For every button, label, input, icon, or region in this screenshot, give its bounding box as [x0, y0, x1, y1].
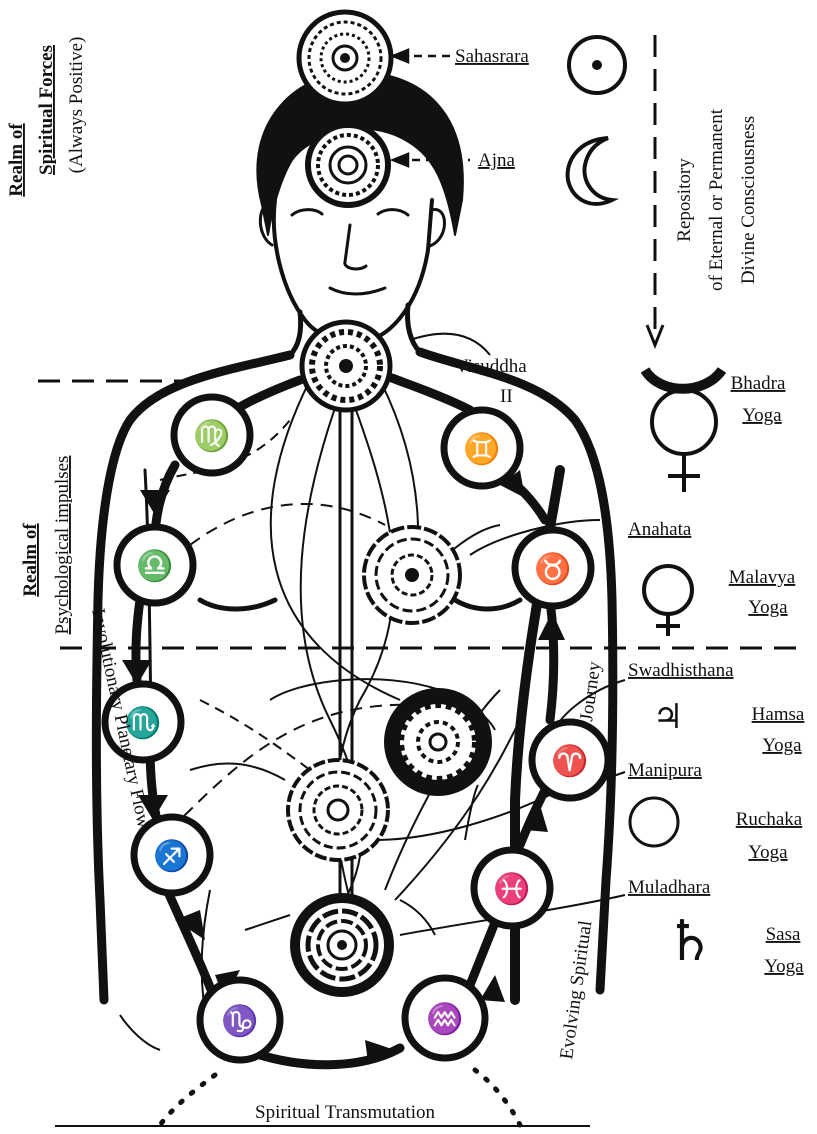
yoga-label-sasa-yoga: Yoga — [764, 956, 804, 977]
aries-icon: ♈ — [551, 743, 588, 778]
virgo-icon: ♍ — [193, 418, 230, 453]
chakra-label-swadhisthana: Swadhisthana — [628, 660, 734, 681]
yoga-label-bhadra-yoga: Yoga — [742, 405, 782, 426]
realm-spiritual-label: Realm of Spiritual Forces (Always Positi… — [6, 37, 87, 197]
yoga-label-malavya-yoga: Yoga — [748, 597, 788, 618]
moon-icon — [568, 138, 612, 204]
realm-spiritual-line3: (Always Positive) — [66, 37, 87, 174]
realm-psych-label: Realm of Psychological impulses — [20, 456, 73, 635]
realm-spiritual-line2: Spiritual Forces — [36, 45, 57, 175]
repository-label: Repository of Eternal or Permanent Divin… — [674, 108, 759, 291]
chakra-label-manipura: Manipura — [628, 760, 702, 781]
jupiter-icon: ♃ — [653, 697, 683, 737]
chakra-label-muladhara: Muladhara — [628, 877, 711, 898]
aquarius-icon: ♒ — [426, 1001, 463, 1036]
journey-label: Journey — [576, 660, 605, 723]
realm-psych-line1: Realm of — [20, 523, 41, 597]
chakra-label-anahata: Anahata — [628, 519, 692, 540]
repository-line2: of Eternal or Permanent — [706, 108, 727, 291]
repository-line1: Repository — [674, 158, 695, 242]
mars-icon — [630, 798, 678, 846]
yoga-label-sasa: Sasa — [766, 924, 801, 945]
capricorn-icon: ♑ — [221, 1003, 258, 1038]
yoga-label-bhadra: Bhadra — [731, 373, 786, 394]
ajna-chakra — [308, 125, 388, 205]
sagittarius-icon: ♐ — [153, 838, 190, 873]
anahata-chakra — [364, 527, 460, 623]
visuddha-chakra — [302, 322, 390, 410]
repository-line3: Divine Consciousness — [738, 116, 759, 284]
manipura-chakra — [288, 760, 388, 860]
realm-psych-line2: Psychological impulses — [52, 456, 73, 635]
visuddha-label: Visuddha — [455, 356, 527, 377]
pisces-icon: ♓ — [493, 871, 530, 906]
yoga-label-hamsa-yoga: Yoga — [762, 735, 802, 756]
chakra-label-ajna: Ajna — [478, 150, 516, 171]
yoga-label-ruchaka-yoga: Yoga — [748, 842, 788, 863]
yoga-label-malavya: Malavya — [729, 567, 796, 588]
mercury-icon — [645, 370, 722, 492]
sahasrara-chakra — [299, 12, 391, 104]
visuddha-numeral: II — [500, 386, 513, 407]
yoga-label-ruchaka: Ruchaka — [736, 809, 803, 830]
realm-spiritual-line1: Realm of — [6, 123, 27, 197]
evolving-journey-label: Evolving Spiritual — [556, 919, 596, 1060]
chakra-label-sahasrara: Sahasrara — [455, 46, 529, 67]
saturn-icon: ♄ — [665, 909, 715, 974]
libra-icon: ♎ — [136, 548, 173, 583]
swadhisthana-chakra — [384, 688, 492, 796]
sun-icon — [569, 37, 625, 93]
gemini-icon: ♊ — [463, 431, 500, 466]
yoga-label-hamsa: Hamsa — [752, 704, 805, 725]
venus-icon — [644, 566, 692, 636]
muladhara-chakra — [290, 893, 394, 997]
spiritual-transmutation-label: Spiritual Transmutation — [255, 1102, 435, 1123]
taurus-icon: ♉ — [534, 551, 571, 586]
